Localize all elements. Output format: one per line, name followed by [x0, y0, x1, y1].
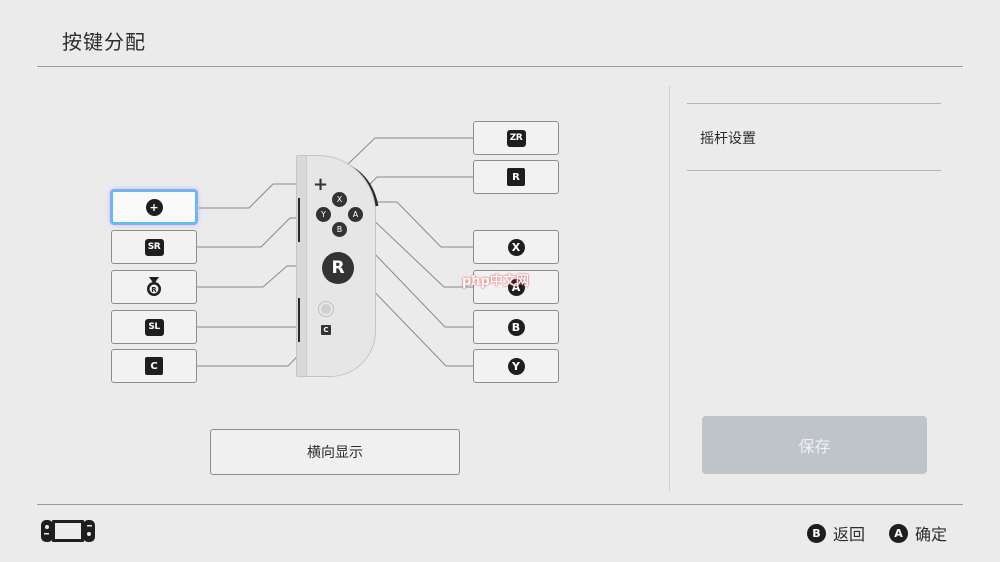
sl-button-marker	[298, 298, 300, 342]
joycon-illustration: + X Y A B R C	[296, 155, 376, 377]
map-button-y[interactable]: Y	[473, 349, 559, 383]
stick-press-label: R	[151, 286, 157, 294]
map-button-sr[interactable]: SR	[111, 230, 197, 264]
watermark-cn: 中文网	[489, 274, 529, 289]
r-icon: R	[507, 168, 525, 186]
side-divider-top	[687, 103, 941, 104]
map-button-stick-press[interactable]: R	[111, 270, 197, 304]
console-icon	[41, 520, 95, 542]
save-button[interactable]: 保存	[702, 416, 927, 474]
sl-icon: SL	[144, 318, 164, 336]
map-button-sl[interactable]: SL	[111, 310, 197, 344]
back-label: 返回	[833, 525, 866, 544]
sr-button-marker	[298, 198, 300, 242]
footer-confirm[interactable]: A 确定	[889, 521, 947, 545]
map-button-a[interactable]: A	[473, 270, 559, 304]
b-circle-icon: B	[507, 318, 525, 336]
header-divider	[37, 66, 963, 67]
joycon-y-button: Y	[316, 207, 331, 222]
map-button-b[interactable]: B	[473, 310, 559, 344]
joycon-rail	[297, 156, 307, 376]
joycon-c-button: C	[321, 325, 331, 335]
plus-circle-icon: +	[145, 198, 163, 216]
joycon-plus-button: +	[313, 174, 329, 195]
watermark-latin: php	[462, 274, 490, 289]
joycon-x-button: X	[332, 192, 347, 207]
joycon-b-button: B	[332, 222, 347, 237]
page-title: 按键分配	[62, 30, 146, 54]
c-icon: C	[145, 357, 163, 375]
y-circle-icon: Y	[507, 357, 525, 375]
sr-icon: SR	[144, 238, 164, 256]
horizontal-display-button[interactable]: 横向显示	[210, 429, 460, 475]
stick-settings-item[interactable]: 摇杆设置	[700, 131, 756, 147]
map-button-r[interactable]: R	[473, 160, 559, 194]
joycon-stick: R	[322, 252, 354, 284]
side-divider-bottom	[687, 170, 941, 171]
x-circle-icon: X	[507, 238, 525, 256]
a-button-icon: A	[889, 523, 908, 543]
zr-icon: ZR	[506, 129, 526, 147]
footer-back[interactable]: B 返回	[807, 521, 865, 545]
a-circle-icon: A	[507, 278, 525, 296]
watermark: php中文网	[462, 270, 529, 289]
map-button-c[interactable]: C	[111, 349, 197, 383]
stick-press-icon: R	[147, 277, 161, 296]
joycon-a-button: A	[348, 207, 363, 222]
footer-divider	[37, 504, 963, 505]
panel-divider	[669, 86, 670, 492]
confirm-label: 确定	[915, 525, 948, 544]
map-button-x[interactable]: X	[473, 230, 559, 264]
joycon-home-button	[319, 302, 333, 316]
map-button-plus[interactable]: +	[111, 190, 197, 224]
b-button-icon: B	[807, 523, 826, 543]
map-button-zr[interactable]: ZR	[473, 121, 559, 155]
